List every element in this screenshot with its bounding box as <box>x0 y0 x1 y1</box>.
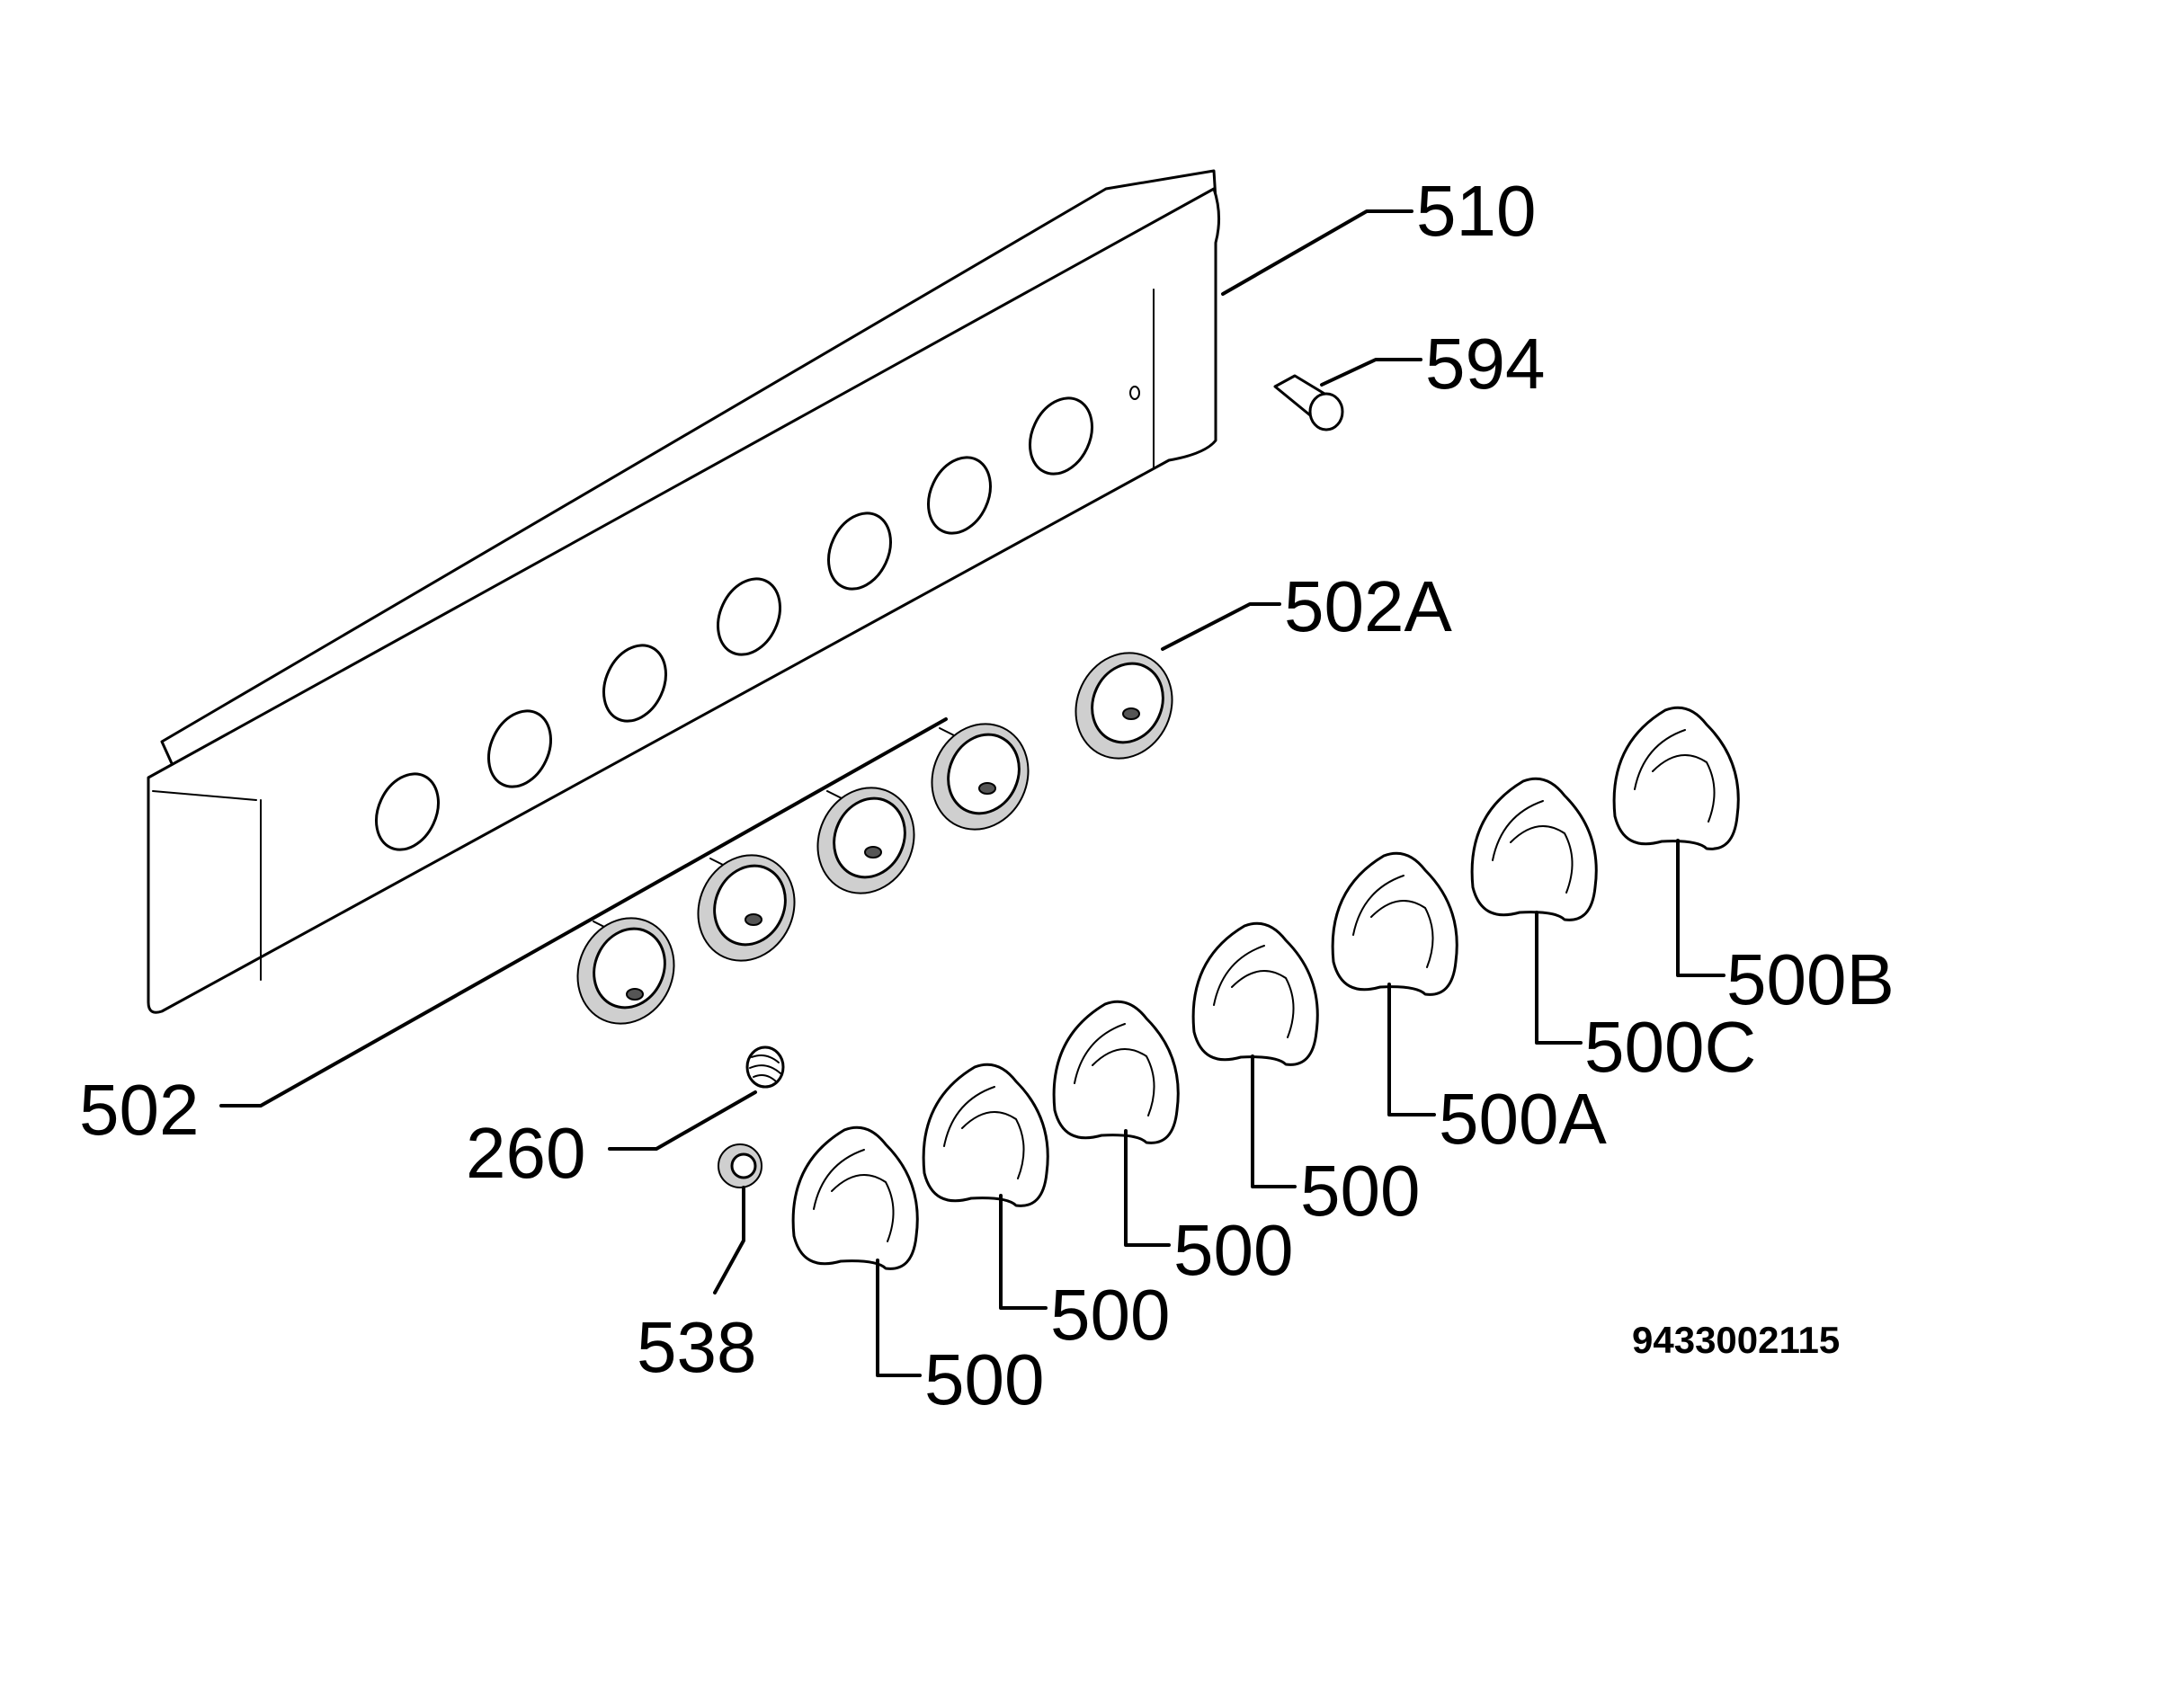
knob <box>1052 1000 1180 1144</box>
label-500: 500 <box>924 1339 1044 1419</box>
knob-a <box>1331 851 1458 996</box>
bezel <box>576 917 675 1025</box>
label-500: 500 <box>1300 1151 1420 1231</box>
indicator-lens <box>1273 374 1344 431</box>
bezel <box>697 854 796 962</box>
label-502: 502 <box>79 1070 199 1150</box>
drawing-number: 9433002115 <box>1632 1319 1840 1361</box>
bushing <box>718 1143 762 1188</box>
control-panel <box>147 169 1220 1014</box>
label-510: 510 <box>1416 171 1536 251</box>
label-500: 500 <box>1173 1210 1293 1290</box>
label-594: 594 <box>1425 324 1545 404</box>
label-500b: 500B <box>1726 939 1895 1019</box>
control-knobs <box>791 706 1740 1270</box>
label-260: 260 <box>466 1113 585 1193</box>
knob <box>791 1125 919 1270</box>
bezel <box>816 787 915 894</box>
bezel-single <box>1075 652 1173 760</box>
label-538: 538 <box>637 1307 756 1387</box>
label-500a: 500A <box>1439 1079 1607 1159</box>
label-500c: 500C <box>1584 1007 1756 1087</box>
knob-c <box>1470 777 1598 921</box>
knob <box>922 1063 1049 1207</box>
bezel <box>931 723 1030 831</box>
spring <box>745 1045 785 1089</box>
knob-bezels <box>576 652 1173 1025</box>
knob-b <box>1612 706 1740 850</box>
leader-lines <box>219 209 1726 1377</box>
label-500: 500 <box>1050 1275 1170 1355</box>
knob <box>1191 921 1319 1066</box>
label-502a: 502A <box>1284 566 1452 646</box>
